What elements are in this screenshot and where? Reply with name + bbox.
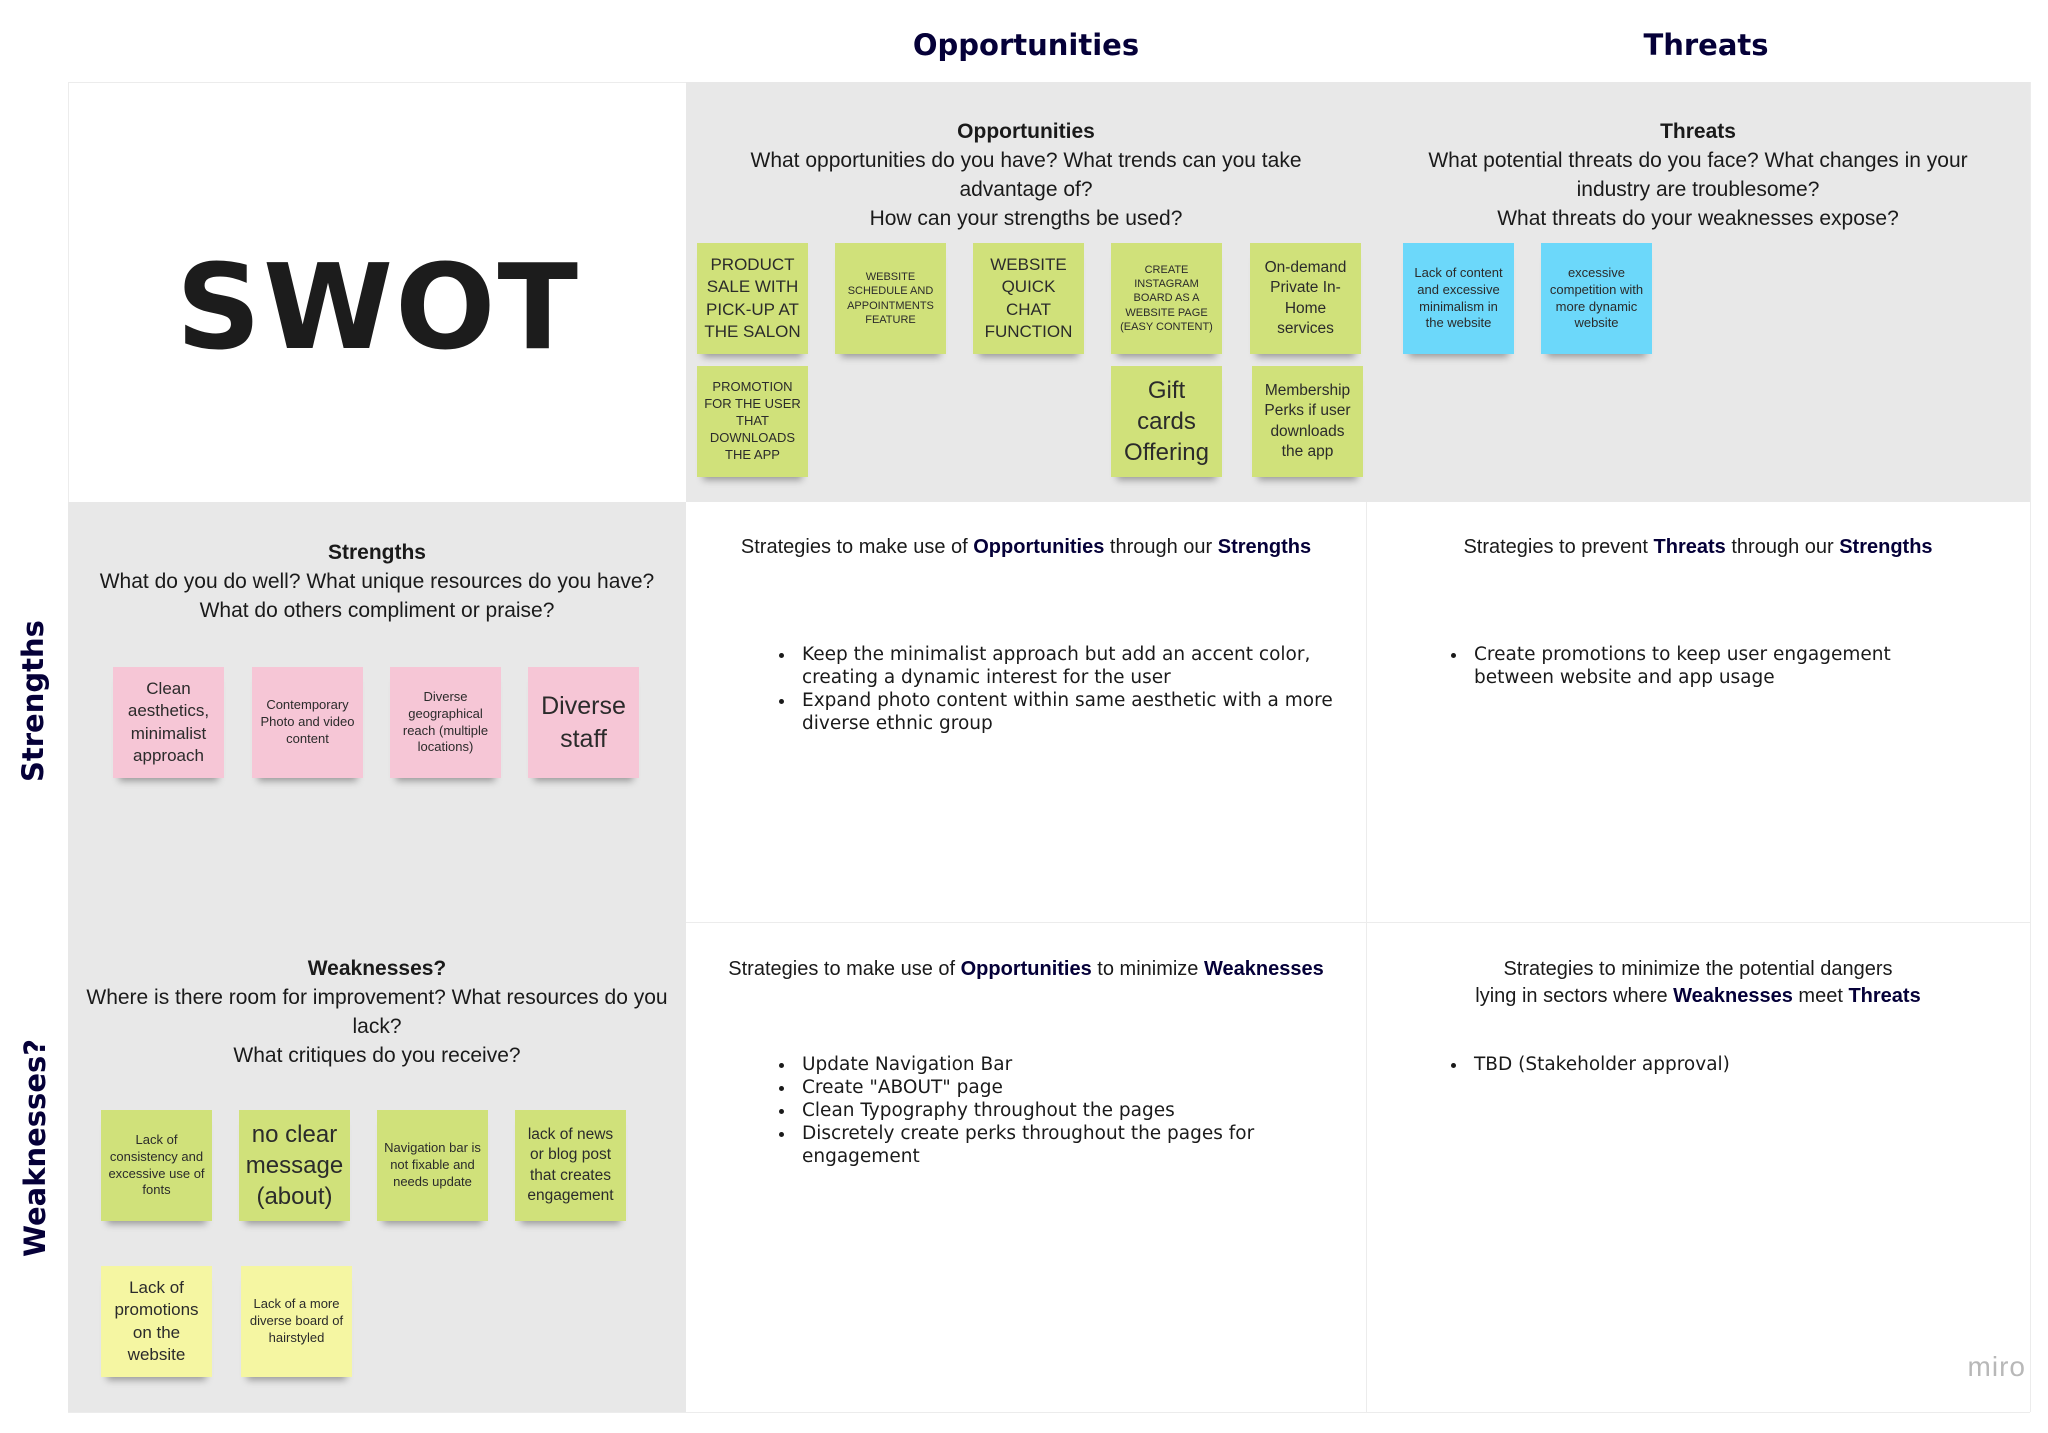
row-header-strengths: Strengths — [16, 620, 50, 782]
so-strategy-heading: Strategies to make use of Opportunities … — [740, 536, 1312, 558]
sticky-note[interactable]: excessive competition with more dynamic … — [1541, 243, 1652, 354]
so-strategy-list: Keep the minimalist approach but add an … — [776, 643, 1336, 735]
sticky-note[interactable]: lack of news or blog post that creates e… — [515, 1110, 626, 1221]
sticky-note[interactable]: On-demand Private In-Home services — [1250, 243, 1361, 354]
prompt-line: lack? — [352, 1015, 402, 1038]
grid-line — [68, 82, 69, 502]
list-item: Create "ABOUT" page — [796, 1076, 1316, 1099]
swot-title-cell — [68, 82, 686, 502]
wo-strategy-heading: Strategies to make use of Opportunities … — [728, 958, 1324, 980]
st-strategy-list: Create promotions to keep user engagemen… — [1448, 643, 1948, 689]
prompt-line: Where is there room for improvement? Wha… — [86, 986, 668, 1009]
list-item: Clean Typography throughout the pages — [796, 1099, 1316, 1122]
st-strategy-heading: Strategies to prevent Threats through ou… — [1463, 536, 1933, 558]
sticky-note[interactable]: Lack of consistency and excessive use of… — [101, 1110, 212, 1221]
st-strategies-cell — [1366, 502, 2030, 922]
grid-line — [1366, 502, 1367, 1412]
list-item: Keep the minimalist approach but add an … — [796, 643, 1336, 689]
sticky-note[interactable]: Lack of content and excessive minimalism… — [1403, 243, 1514, 354]
threats-prompt-title: Threats — [1660, 120, 1736, 143]
list-item: TBD (Stakeholder approval) — [1468, 1053, 1948, 1076]
threats-prompt: Threats What potential threats do you fa… — [1366, 117, 2030, 233]
row-header-weaknesses: Weaknesses? — [18, 1038, 52, 1257]
weaknesses-prompt: Weaknesses? Where is there room for impr… — [68, 954, 686, 1070]
wt-heading-line: Strategies to minimize the potential dan… — [1503, 958, 1893, 980]
sticky-note[interactable]: PROMOTION FOR THE USER THAT DOWNLOADS TH… — [697, 366, 808, 477]
strengths-prompt: Strengths What do you do well? What uniq… — [68, 538, 686, 625]
opportunities-prompt-title: Opportunities — [957, 120, 1095, 143]
wt-strategy-list: TBD (Stakeholder approval) — [1448, 1053, 1948, 1076]
prompt-line: What do you do well? What unique resourc… — [99, 570, 655, 593]
wt-strategy-heading: Strategies to minimize the potential dan… — [1366, 956, 2030, 1010]
sticky-note[interactable]: no clear message (about) — [239, 1110, 350, 1221]
sticky-note[interactable]: WEBSITE QUICK CHAT FUNCTION — [973, 243, 1084, 354]
swot-title: SWOT — [176, 238, 580, 376]
opportunities-prompt: Opportunities What opportunities do you … — [686, 117, 1366, 233]
sticky-note[interactable]: Gift cards Offering — [1111, 366, 1222, 477]
column-header-opportunities: Opportunities — [912, 28, 1140, 62]
prompt-line: What critiques do you receive? — [233, 1044, 521, 1067]
sticky-note[interactable]: Diverse staff — [528, 667, 639, 778]
sticky-note[interactable]: Lack of a more diverse board of hairstyl… — [241, 1266, 352, 1377]
sticky-note[interactable]: Contemporary Photo and video content — [252, 667, 363, 778]
prompt-line: advantage of? — [959, 178, 1093, 201]
list-item: Expand photo content within same aesthet… — [796, 689, 1336, 735]
sticky-note[interactable]: PRODUCT SALE WITH PICK-UP AT THE SALON — [697, 243, 808, 354]
strengths-prompt-title: Strengths — [327, 541, 426, 564]
prompt-line: What threats do your weaknesses expose? — [1497, 207, 1899, 230]
prompt-line: industry are troublesome? — [1576, 178, 1820, 201]
list-item: Update Navigation Bar — [796, 1053, 1316, 1076]
sticky-note[interactable]: WEBSITE SCHEDULE AND APPOINTMENTS FEATUR… — [835, 243, 946, 354]
sticky-note[interactable]: Membership Perks if user downloads the a… — [1252, 366, 1363, 477]
wo-strategies-cell — [686, 922, 1366, 1412]
grid-line — [68, 1412, 2030, 1413]
list-item: Create promotions to keep user engagemen… — [1468, 643, 1948, 689]
wt-heading-line: lying in sectors where Weaknesses meet T… — [1475, 985, 1921, 1007]
list-item: Discretely create perks throughout the p… — [796, 1122, 1316, 1168]
so-strategies-cell — [686, 502, 1366, 922]
prompt-line: What opportunities do you have? What tre… — [750, 149, 1302, 172]
grid-line — [2030, 82, 2031, 1412]
prompt-line: What potential threats do you face? What… — [1428, 149, 1968, 172]
sticky-note[interactable]: CREATE INSTAGRAM BOARD AS A WEBSITE PAGE… — [1111, 243, 1222, 354]
sticky-note[interactable]: Navigation bar is not fixable and needs … — [377, 1110, 488, 1221]
weaknesses-prompt-title: Weaknesses? — [307, 957, 447, 980]
wt-strategies-cell — [1366, 922, 2030, 1412]
wo-strategy-list: Update Navigation Bar Create "ABOUT" pag… — [776, 1053, 1316, 1168]
grid-line — [686, 922, 2030, 923]
prompt-line: How can your strengths be used? — [869, 207, 1183, 230]
miro-watermark: miro — [1967, 1351, 2026, 1382]
sticky-note[interactable]: Clean aesthetics, minimalist approach — [113, 667, 224, 778]
sticky-note[interactable]: Diverse geographical reach (multiple loc… — [390, 667, 501, 778]
sticky-note[interactable]: Lack of promotions on the website — [101, 1266, 212, 1377]
grid-line — [68, 82, 686, 83]
prompt-line: What do others compliment or praise? — [199, 599, 555, 622]
column-header-threats: Threats — [1643, 28, 1769, 62]
